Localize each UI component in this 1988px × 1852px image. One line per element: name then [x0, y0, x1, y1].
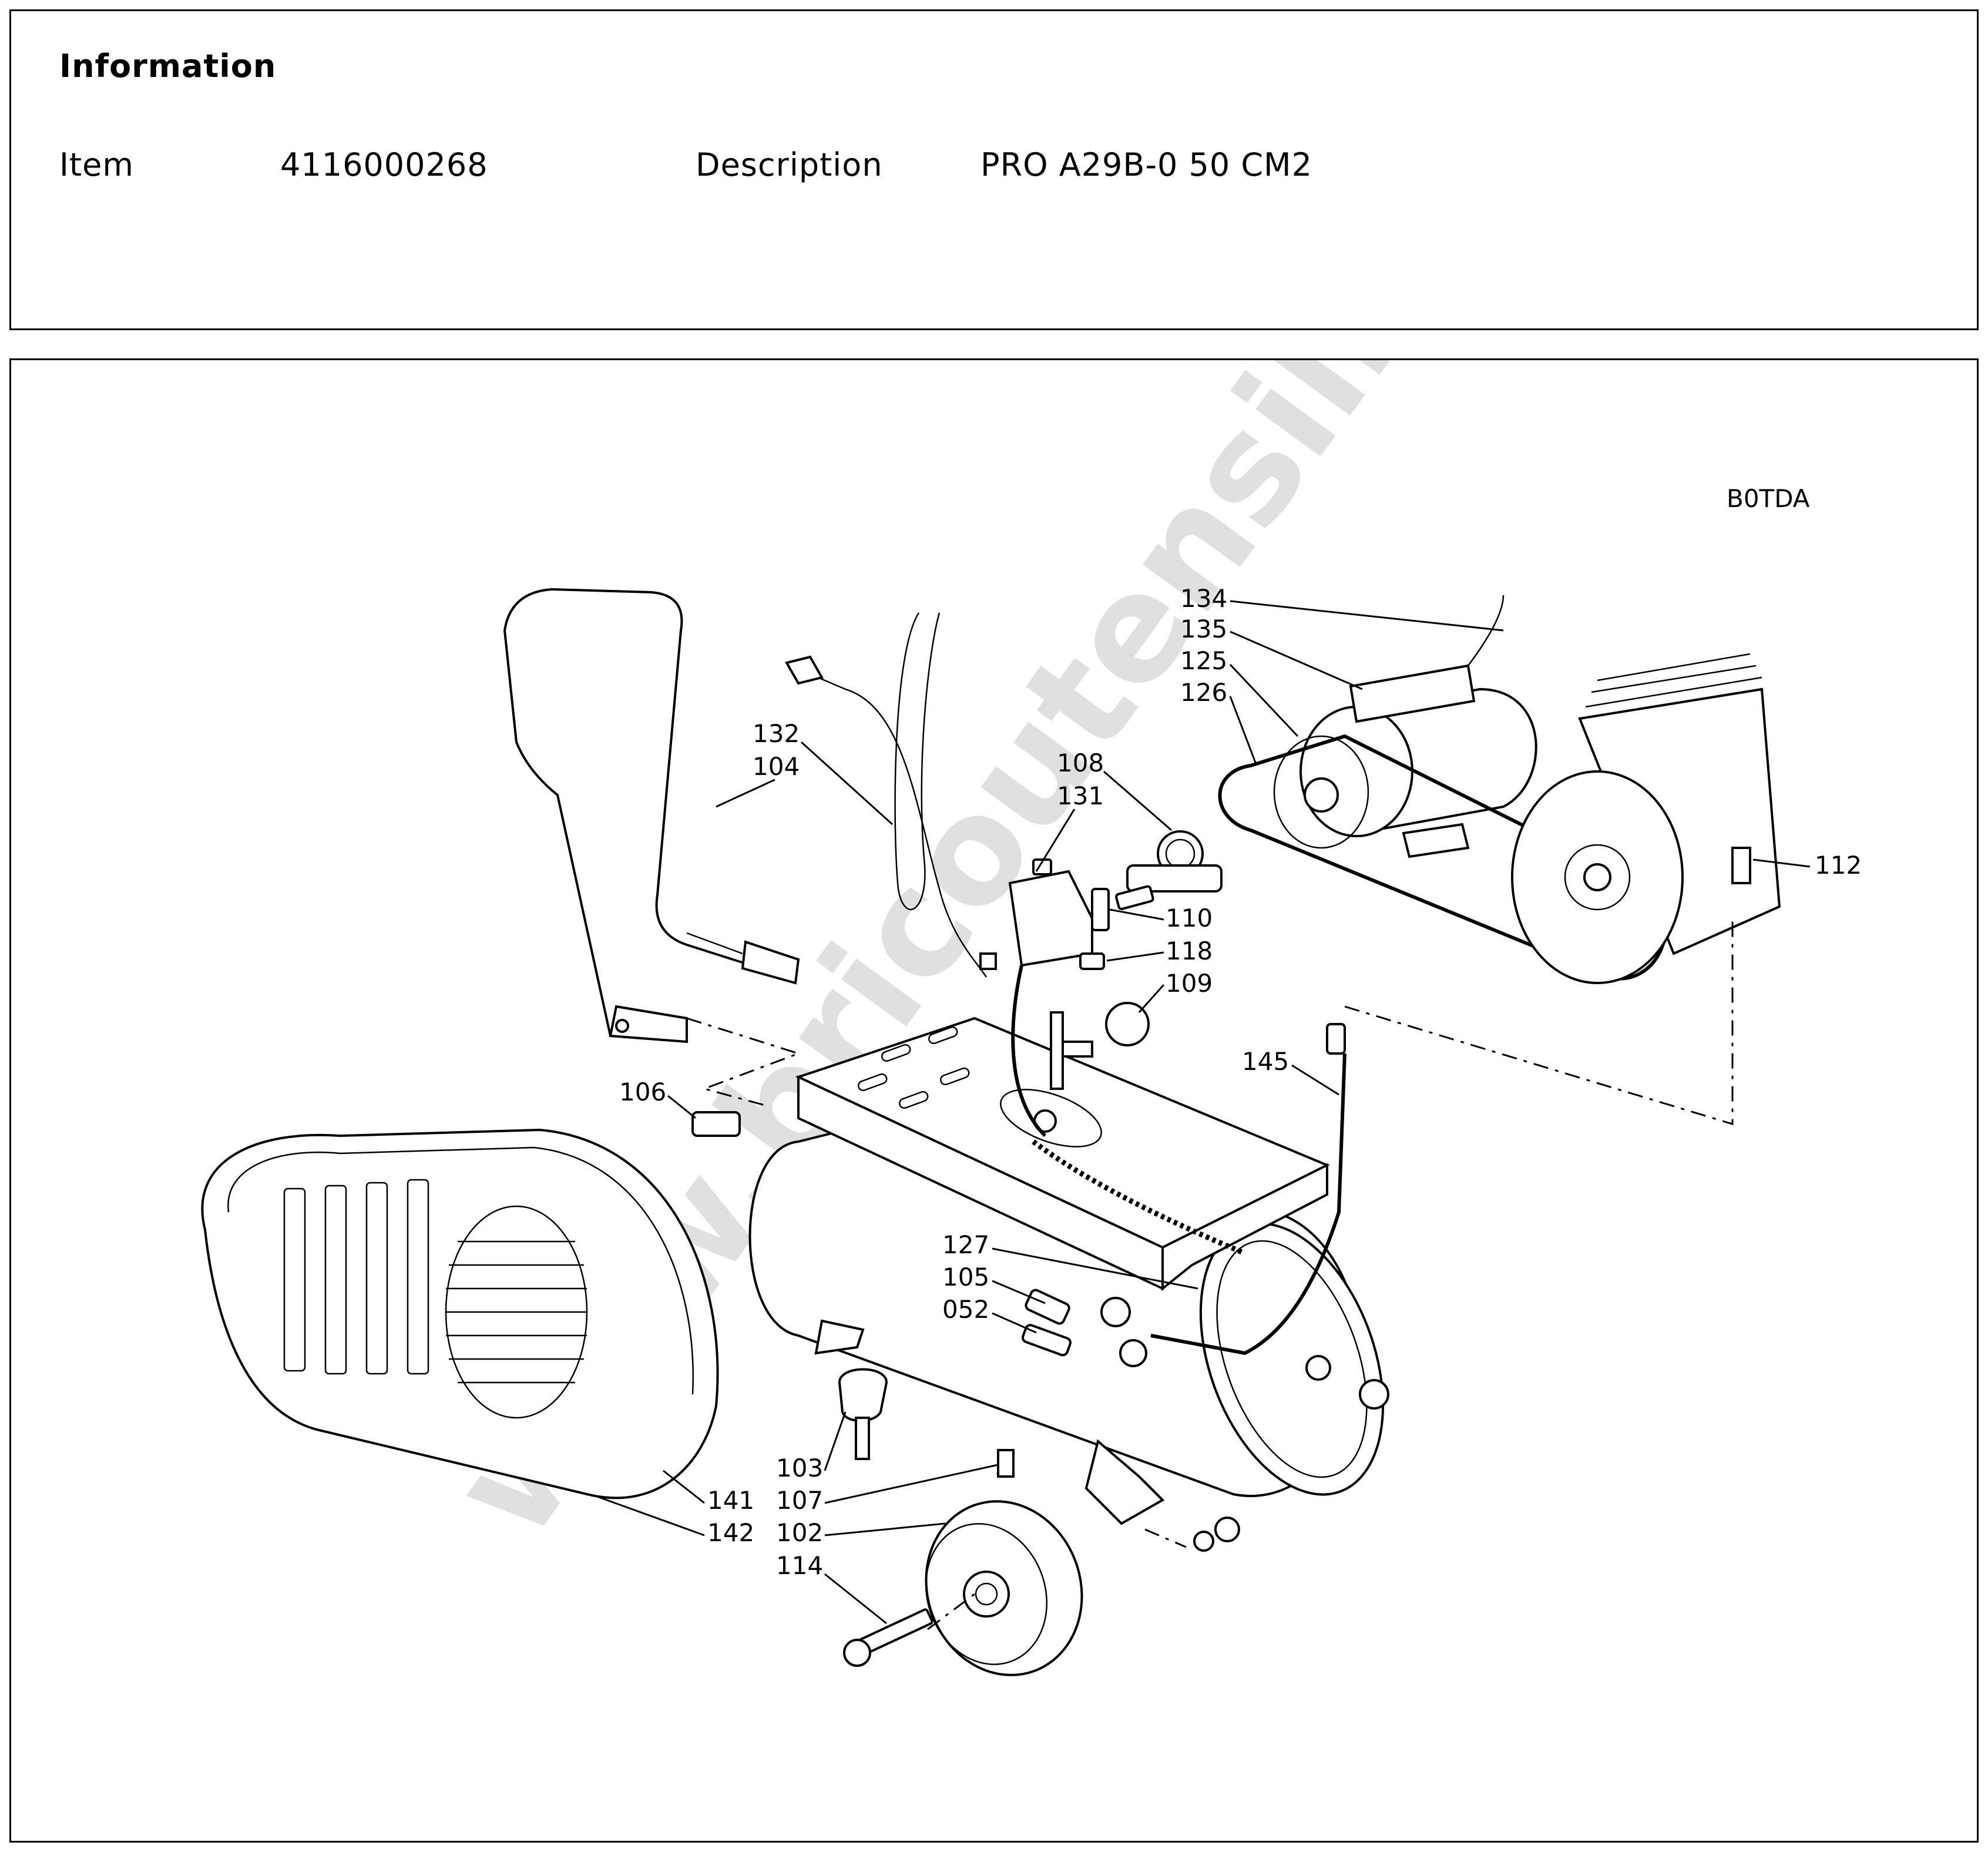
- drain-valve-group: [1021, 1289, 1389, 1410]
- callouts: 134 135 125 126 132 104 108 131 110 118 …: [598, 584, 1862, 1625]
- electric-motor: [1273, 595, 1537, 858]
- switch-pipe: [1011, 965, 1047, 1138]
- callout-125: 125: [1180, 646, 1227, 675]
- callout-107: 107: [776, 1486, 823, 1515]
- callout-127: 127: [942, 1230, 989, 1259]
- description-label: Description: [696, 146, 883, 183]
- nut: [1214, 1517, 1240, 1542]
- callout-052: 052: [942, 1295, 989, 1324]
- callout-106: 106: [619, 1078, 666, 1106]
- washer: [1193, 1531, 1214, 1552]
- callout-105: 105: [942, 1263, 989, 1291]
- information-panel: Information Item 4116000268 Description …: [9, 9, 1979, 330]
- belt-guard: [201, 1128, 719, 1499]
- exploded-parts-diagram: www.bricoutensili.com B0TDA: [201, 360, 1862, 1676]
- information-title: Information: [59, 48, 277, 85]
- callout-108: 108: [1057, 749, 1104, 777]
- wheel: [925, 1500, 1083, 1676]
- callout-110: 110: [1166, 904, 1213, 932]
- cart-handle: [503, 588, 800, 1044]
- callout-109: 109: [1166, 969, 1213, 998]
- power-cord: [784, 612, 988, 978]
- callout-141: 141: [707, 1486, 754, 1515]
- compressor-pump: [1511, 653, 1781, 984]
- callout-135: 135: [1180, 615, 1227, 643]
- callout-103: 103: [776, 1454, 823, 1482]
- check-valve-fittings: [691, 885, 1346, 1137]
- description-value: PRO A29B-0 50 CM2: [980, 146, 1312, 183]
- callout-142: 142: [707, 1518, 754, 1547]
- exploded-diagram-panel: www.bricoutensili.com B0TDA: [9, 358, 1979, 1843]
- callout-145: 145: [1242, 1047, 1289, 1076]
- callout-134: 134: [1180, 584, 1227, 613]
- item-label: Item: [59, 146, 134, 183]
- item-value: 4116000268: [280, 146, 488, 183]
- discharge-pipe: [1150, 1053, 1346, 1356]
- guard-grille: [446, 1240, 587, 1384]
- callout-112: 112: [1815, 851, 1862, 880]
- assembly-lines: [686, 918, 1734, 1630]
- callout-104: 104: [753, 752, 800, 781]
- regulator-gauge: [1126, 830, 1223, 893]
- callout-131: 131: [1057, 781, 1104, 810]
- axle-bolt: [843, 1608, 933, 1667]
- mounting-plate: [795, 1016, 1330, 1291]
- callout-118: 118: [1166, 937, 1213, 965]
- callout-132: 132: [753, 719, 800, 748]
- callout-126: 126: [1180, 678, 1227, 707]
- rubber-foot: [838, 1368, 888, 1460]
- callout-114: 114: [776, 1551, 823, 1580]
- wheel-stud: [997, 1449, 1015, 1478]
- diagram-code: B0TDA: [1727, 484, 1810, 513]
- callout-102: 102: [776, 1518, 823, 1547]
